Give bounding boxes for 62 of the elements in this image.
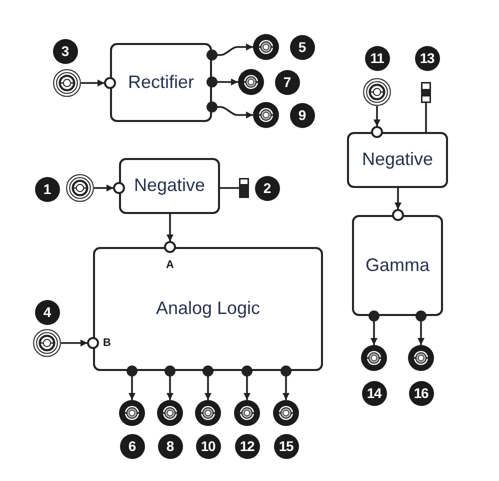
callout-number: 3: [52, 38, 78, 64]
arrow: [126, 366, 138, 400]
callout-number: 12: [234, 434, 260, 458]
callout-number: 1: [34, 176, 60, 202]
jack-icon: [273, 400, 299, 426]
module-name: Gamma: [365, 256, 430, 276]
jack-icon: [195, 400, 221, 426]
arrow: [280, 366, 292, 400]
arrow: [94, 182, 125, 194]
connector-line: [425, 103, 427, 132]
module-box: [347, 132, 448, 188]
module-name: Analog Logic: [156, 299, 260, 319]
port-label: A: [166, 260, 174, 270]
arrow: [392, 188, 404, 221]
callout-number: 7: [274, 70, 300, 94]
module-box: [93, 247, 323, 371]
callout-number: 14: [362, 380, 386, 406]
jack-icon: [363, 78, 391, 106]
module-box: [119, 158, 220, 214]
jack-icon: [33, 329, 61, 357]
arrow: [368, 310, 380, 345]
callout-number: 11: [364, 46, 390, 70]
arrow: [371, 106, 383, 138]
callout-number: 2: [254, 176, 280, 200]
jack-icon: [119, 400, 145, 426]
callout-number: 8: [158, 434, 182, 458]
arrow: [416, 310, 426, 345]
module-name: Negative: [362, 150, 434, 170]
arrow: [206, 102, 253, 118]
arrow: [164, 214, 176, 253]
switch-icon: [421, 82, 431, 103]
arrow: [242, 366, 252, 400]
arrow: [81, 77, 116, 89]
arrow: [206, 44, 253, 60]
callout-number: 6: [120, 434, 144, 458]
jack-icon: [361, 345, 387, 371]
arrow: [202, 366, 214, 400]
callout-number: 4: [34, 300, 60, 324]
jack-icon: [408, 345, 434, 371]
jack-icon: [66, 174, 94, 202]
module-name: Rectifier: [128, 72, 194, 92]
jack-icon: [53, 69, 81, 97]
arrow: [206, 76, 238, 88]
arrow: [61, 337, 99, 349]
callout-number: 16: [408, 380, 434, 406]
port-label: B: [103, 338, 111, 348]
jack-icon: [234, 400, 260, 426]
module-name: Negative: [134, 176, 206, 196]
jack-icon: [238, 69, 264, 95]
callout-number: 10: [196, 434, 220, 458]
module-box: [352, 215, 443, 316]
jack-icon: [157, 400, 183, 426]
arrow: [164, 366, 176, 400]
callout-number: 15: [274, 434, 298, 458]
callout-number: 5: [290, 34, 314, 60]
callout-number: 9: [290, 102, 314, 128]
module-box: [110, 43, 212, 122]
jack-icon: [253, 102, 279, 128]
switch-icon: [239, 178, 249, 198]
jack-icon: [253, 34, 279, 60]
callout-number: 13: [414, 46, 440, 70]
connector-line: [220, 187, 239, 189]
